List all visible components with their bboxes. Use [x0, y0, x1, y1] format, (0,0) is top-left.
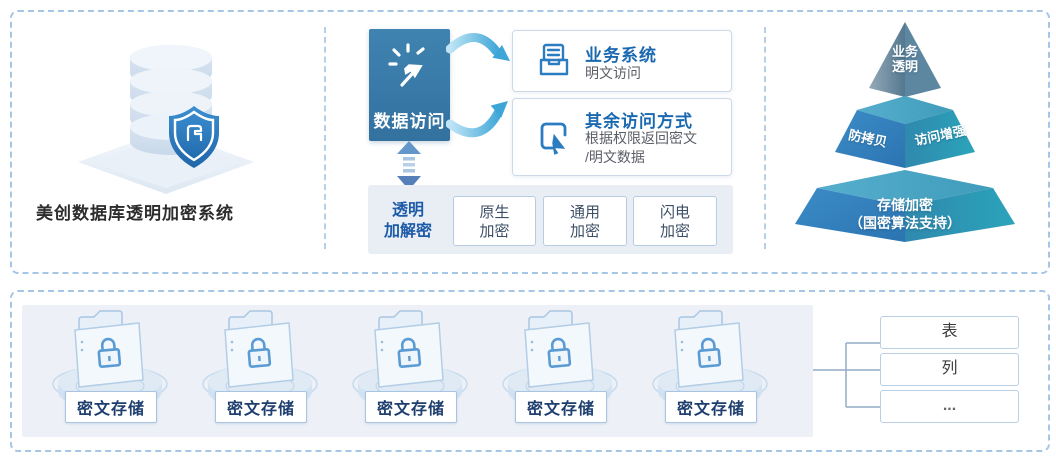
product-title: 美创数据库透明加密系统	[36, 204, 234, 223]
granularity-column: 列	[880, 353, 1019, 386]
storage-label: 密文存储	[665, 391, 757, 423]
method-native: 原生 加密	[453, 196, 536, 246]
pyramid-tier-middle	[835, 96, 975, 168]
other-access-title: 其余访问方式	[585, 112, 693, 131]
database-shield-graphic	[78, 45, 254, 194]
granularity-table: 表	[880, 316, 1019, 349]
flow-arrows	[446, 33, 510, 138]
encrypt-panel-label: 透明 加解密	[383, 202, 432, 240]
divider-left	[324, 27, 326, 249]
arrow-to-other-access-icon	[446, 101, 508, 138]
other-access-icon	[540, 122, 567, 155]
business-system-card: 业务系统 明文访问	[512, 30, 732, 92]
granularity-connector	[813, 342, 880, 408]
divider-right	[764, 27, 766, 249]
pyramid-graphic	[795, 22, 1015, 242]
arrow-to-business-icon	[446, 33, 510, 61]
shield-logo-icon	[169, 106, 219, 168]
storage-label: 密文存储	[365, 391, 457, 423]
storage-label: 密文存储	[515, 391, 607, 423]
cursor-click-icon	[388, 43, 425, 87]
pyramid-label-top: 业务 透明	[891, 44, 918, 74]
pyramid-tier-top	[869, 22, 941, 97]
business-system-title: 业务系统	[585, 46, 657, 65]
business-system-desc: 明文访问	[585, 65, 641, 81]
data-access-label: 数据访问	[373, 112, 446, 131]
granularity-more: ...	[880, 390, 1019, 423]
other-access-card: 其余访问方式 根据权限返回密文 /明文数据	[512, 98, 732, 176]
method-general: 通用 加密	[543, 196, 627, 246]
pyramid-label-storage: 存储加密 （国密算法支持）	[849, 197, 961, 231]
other-access-desc: 根据权限返回密文 /明文数据	[585, 130, 697, 165]
storage-label: 密文存储	[65, 391, 157, 423]
business-system-icon	[539, 43, 569, 76]
double-arrow-icon	[397, 141, 421, 190]
data-access-box: 数据访问	[369, 29, 450, 141]
method-lightning: 闪电 加密	[633, 196, 717, 246]
pyramid-tier-bottom	[795, 170, 1015, 242]
storage-label: 密文存储	[215, 391, 307, 423]
